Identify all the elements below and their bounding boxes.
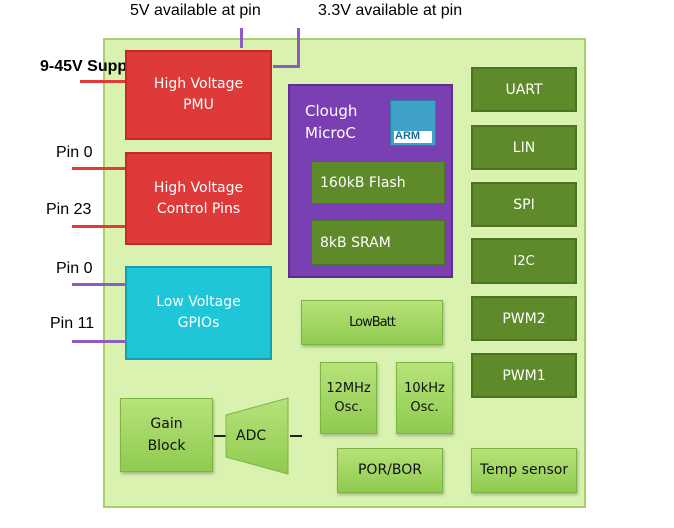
low-batt-label: LowBatt xyxy=(349,315,396,330)
temp-sensor-label: Temp sensor xyxy=(479,462,569,478)
wire-3v3-horizontal xyxy=(273,65,300,68)
gain-adc-link xyxy=(214,435,226,437)
wire-5v xyxy=(240,28,243,48)
arm-logo-text: ARM xyxy=(395,130,421,142)
gain-block: Gain Block xyxy=(120,398,213,472)
hv-pmu-block: High Voltage PMU xyxy=(125,50,272,140)
por-bor-label: POR/BOR xyxy=(357,462,422,478)
gain-block-label: Gain Block xyxy=(147,416,186,454)
flash-block: 160kB Flash xyxy=(311,161,445,204)
low-batt-block: LowBatt xyxy=(301,300,443,345)
lv-gpios-label: Low Voltage GPIOs xyxy=(156,294,241,331)
pwm1-block: PWM1 xyxy=(471,353,577,398)
temp-sensor-block: Temp sensor xyxy=(471,448,577,493)
pin11-wire xyxy=(72,340,126,343)
adc-label: ADC xyxy=(236,428,267,444)
pwm2-label: PWM2 xyxy=(502,310,546,327)
sram-block: 8kB SRAM xyxy=(311,220,445,265)
hv-pmu-label: High Voltage PMU xyxy=(153,76,244,113)
pwm2-block: PWM2 xyxy=(471,296,577,341)
adc-block xyxy=(225,397,289,475)
hv-control-pins-block: High Voltage Control Pins xyxy=(125,152,272,245)
spi-label: SPI xyxy=(513,196,535,213)
hv-control-pins-label: High Voltage Control Pins xyxy=(153,179,244,217)
lin-label: LIN xyxy=(512,139,536,156)
label-3v3-available: 3.3V available at pin xyxy=(318,2,463,19)
supply-wire xyxy=(80,80,126,83)
i2c-label: I2C xyxy=(513,253,535,269)
i2c-block: I2C xyxy=(471,238,577,284)
sram-label: 8kB SRAM xyxy=(320,234,391,251)
pin0-hv-label: Pin 0 xyxy=(56,144,93,161)
wire-3v3-vertical xyxy=(297,28,300,68)
spi-block: SPI xyxy=(471,182,577,227)
label-5v-available: 5V available at pin xyxy=(130,2,261,19)
pin23-wire xyxy=(72,225,126,228)
pwm1-label: PWM1 xyxy=(502,367,546,384)
osc-10khz-block: 10kHz Osc. xyxy=(396,362,453,434)
pin23-label: Pin 23 xyxy=(46,201,92,218)
lv-gpios-block: Low Voltage GPIOs xyxy=(125,266,272,360)
pin0-lv-wire xyxy=(72,283,126,286)
supply-label: 9-45V Supply xyxy=(40,58,141,75)
osc-10khz-label: 10kHz Osc. xyxy=(404,381,445,415)
pin0-hv-wire xyxy=(72,167,126,170)
pin11-label: Pin 11 xyxy=(50,315,95,332)
osc-12mhz-block: 12MHz Osc. xyxy=(320,362,377,434)
uart-label: UART xyxy=(505,81,543,98)
flash-label: 160kB Flash xyxy=(320,174,406,191)
lin-block: LIN xyxy=(471,125,577,170)
pin0-lv-label: Pin 0 xyxy=(56,260,93,277)
arm-logo: ARM xyxy=(390,100,436,146)
adc-output-link xyxy=(290,435,302,437)
microc-label: Clough MicroC xyxy=(305,102,358,142)
uart-block: UART xyxy=(471,67,577,112)
por-bor-block: POR/BOR xyxy=(337,448,443,493)
osc-12mhz-label: 12MHz Osc. xyxy=(326,381,371,415)
